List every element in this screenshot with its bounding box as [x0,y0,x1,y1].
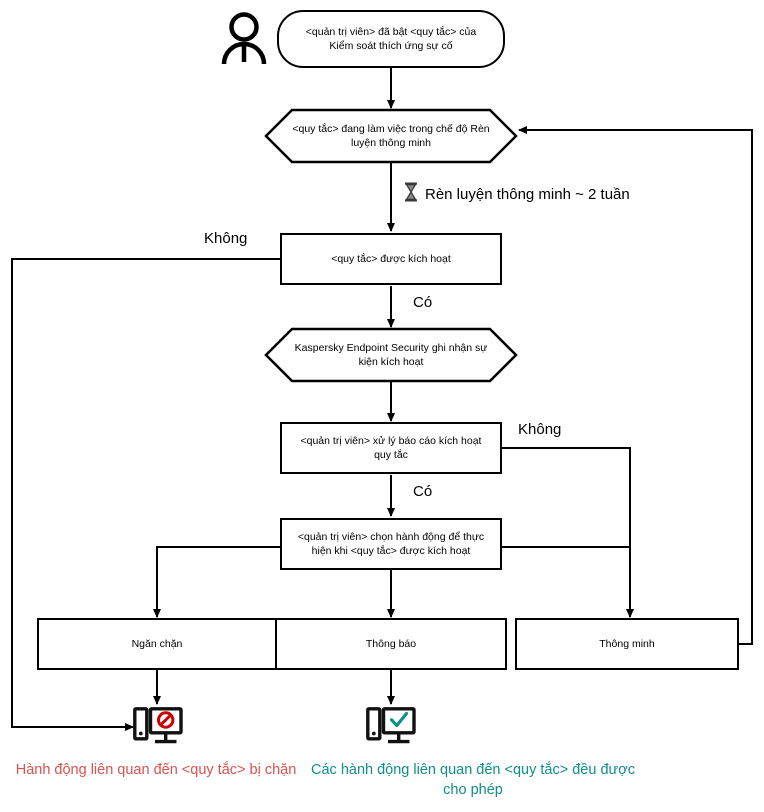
edge-label-report-no: Không [518,421,562,438]
node-admin-report[interactable]: <quản trị viên> xử lý báo cáo kích hoạt … [280,422,502,474]
node-action-notify[interactable]: Thông báo [275,618,507,670]
edge-label-triggered-no: Không [204,230,248,247]
node-action-smart-label: Thông minh [599,637,655,650]
monitor-allowed-icon [366,707,416,754]
node-action-block[interactable]: Ngăn chặn [37,618,277,670]
node-action-notify-label: Thông báo [365,637,417,650]
monitor-blocked-icon [133,707,183,754]
node-start-label: <quản trị viên> đã bật <quy tắc> của Kiể… [305,25,477,52]
node-smart-training[interactable]: <quy tắc> đang làm việc trong chế độ Rèn… [264,108,518,164]
node-rule-triggered[interactable]: <quy tắc> được kích hoạt [280,233,502,285]
node-event-logged[interactable]: Kaspersky Endpoint Security ghi nhận sự … [264,327,518,383]
node-admin-report-label: <quản trị viên> xử lý báo cáo kích hoạt … [300,434,482,461]
node-start[interactable]: <quản trị viên> đã bật <quy tắc> của Kiể… [277,10,505,68]
training-duration-label: Rèn luyện thông minh ~ 2 tuần [404,182,630,206]
edge-label-report-yes: Có [413,483,433,500]
node-admin-choose-action[interactable]: <quản trị viên> chọn hành động để thực h… [280,518,502,570]
person-icon [218,10,270,71]
training-duration-text: Rèn luyện thông minh ~ 2 tuần [425,185,630,203]
node-action-block-label: Ngăn chặn [131,637,183,650]
caption-blocked: Hành động liên quan đến <quy tắc> bị chặ… [15,762,297,778]
node-event-logged-label: Kaspersky Endpoint Security ghi nhận sự … [294,341,488,368]
caption-allowed: Các hành động liên quan đến <quy tắc> đề… [311,762,635,798]
node-rule-triggered-label: <quy tắc> được kích hoạt [331,252,451,265]
hourglass-icon [404,182,418,206]
node-action-smart[interactable]: Thông minh [515,618,739,670]
edge-label-triggered-yes: Có [413,294,433,311]
node-admin-choose-action-label: <quản trị viên> chọn hành động để thực h… [297,530,485,557]
node-smart-training-label: <quy tắc> đang làm việc trong chế độ Rèn… [292,122,490,149]
